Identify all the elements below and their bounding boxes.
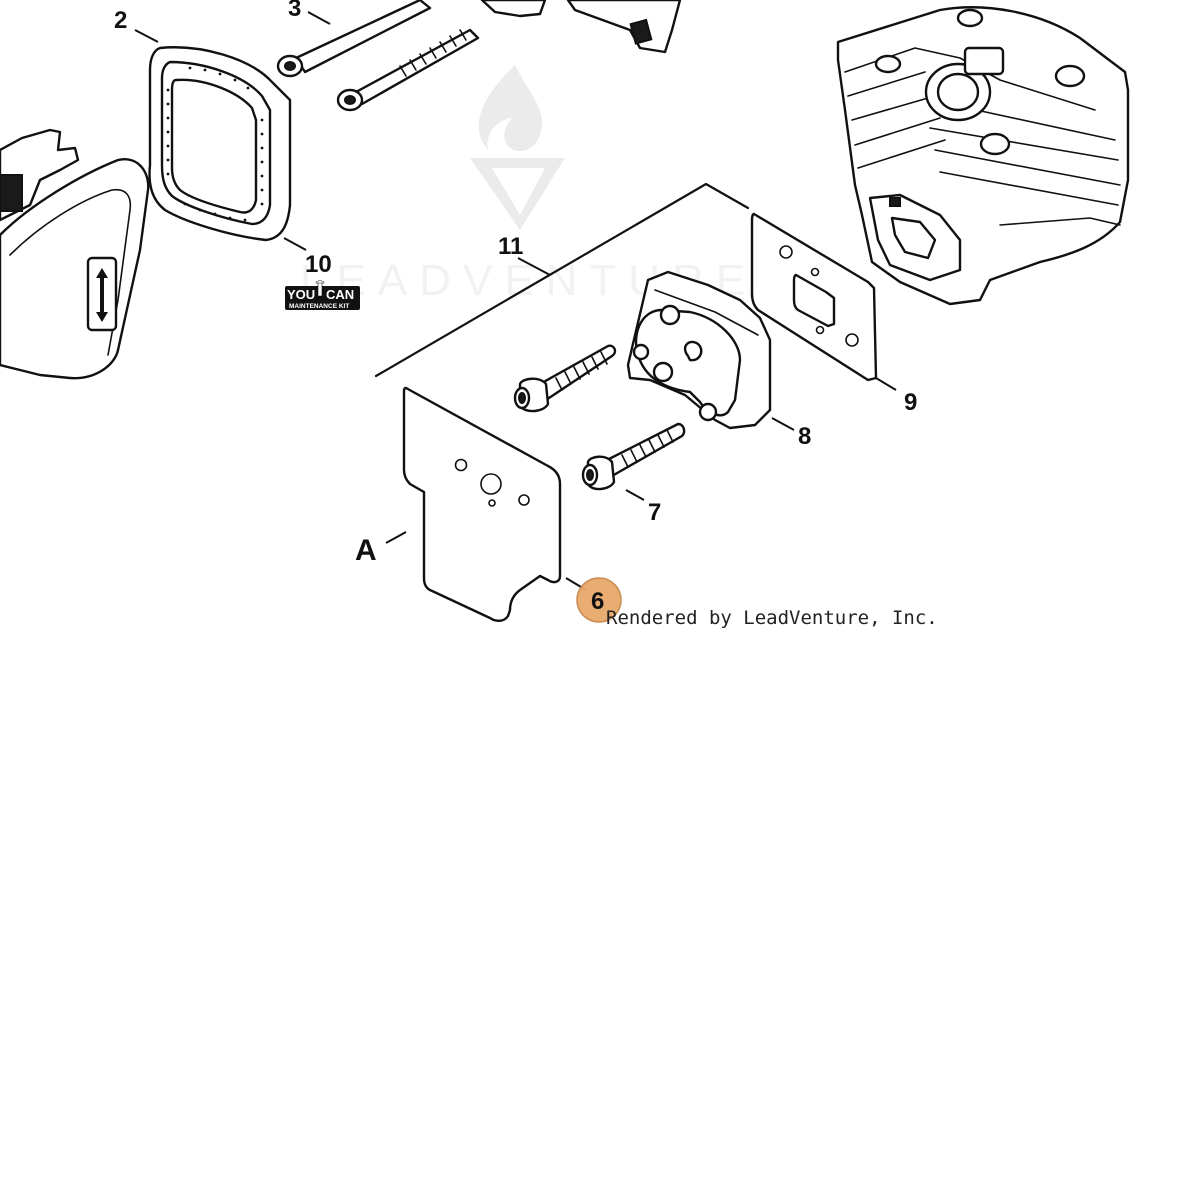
screw-part-7: 7 [581, 422, 686, 526]
flame-icon [478, 65, 542, 152]
callout-10[interactable]: 10 [305, 251, 332, 278]
callout-6[interactable]: 6 [591, 588, 604, 615]
callout-8[interactable]: 8 [798, 423, 811, 450]
callout-a-group: A [355, 531, 407, 567]
screws-part-3: 3 [276, 0, 480, 112]
filter-perforation-dots [166, 66, 264, 222]
badge-maintenance-text: MAINTENANCE KIT [289, 303, 349, 310]
screw-upper [513, 344, 617, 413]
gasket-part-9: 9 [750, 212, 917, 416]
callout-9[interactable]: 9 [904, 389, 917, 416]
top-partial-components [480, 0, 682, 54]
badge-you-text: YOU [287, 287, 315, 302]
callout-a[interactable]: A [355, 534, 377, 567]
maintenance-kit-badge-group: 10 YOU CAN MAINTENANCE KIT [283, 237, 360, 310]
group-bracket-11: 11 [374, 182, 750, 378]
wrench-icon [315, 280, 325, 297]
badge-can-text: CAN [326, 287, 354, 302]
rear-handle-part [0, 128, 150, 380]
callout-6-highlight[interactable]: 6 [576, 577, 622, 623]
flange-part-8: 8 [626, 270, 811, 450]
callout-2[interactable]: 2 [114, 7, 127, 34]
cylinder-part [836, 6, 1130, 306]
youcan-badge: YOU CAN MAINTENANCE KIT [285, 280, 360, 310]
highlight-circle [576, 577, 622, 623]
arrow-up-down-icon [96, 268, 108, 322]
credit-text: Rendered by LeadVenture, Inc. [606, 607, 938, 629]
callout-11[interactable]: 11 [498, 233, 523, 260]
v-logo-icon [470, 158, 565, 230]
heat-shield-part-6 [402, 386, 587, 622]
callout-7[interactable]: 7 [648, 499, 661, 526]
callout-3[interactable]: 3 [288, 0, 301, 22]
air-filter-part-2: 2 [114, 7, 292, 242]
